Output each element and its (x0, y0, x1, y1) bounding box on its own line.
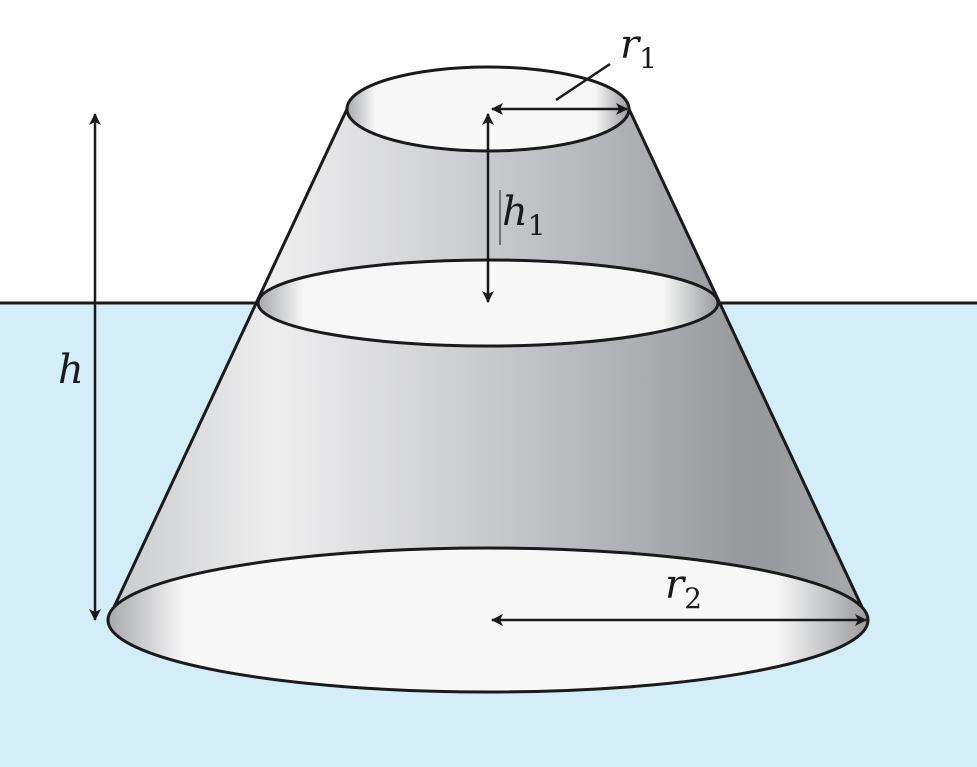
label-r1: r1 (620, 22, 657, 75)
frustum-body (108, 109, 868, 692)
label-r1-main: r (620, 22, 642, 68)
label-h1-main: h (502, 189, 528, 235)
label-h: h (58, 347, 84, 393)
r1-leader-line (555, 62, 611, 102)
label-r2-sub: 2 (684, 582, 702, 615)
frustum-right-edge (627, 108, 870, 621)
label-r2-main: r (665, 562, 687, 608)
label-r1-sub: 1 (639, 42, 657, 75)
label-h1: h1 (502, 189, 546, 242)
frustum-left-edge (106, 108, 349, 621)
bottom-base-ellipse (106, 546, 870, 694)
label-h1-sub: 1 (528, 209, 546, 242)
label-r2: r2 (665, 562, 702, 615)
